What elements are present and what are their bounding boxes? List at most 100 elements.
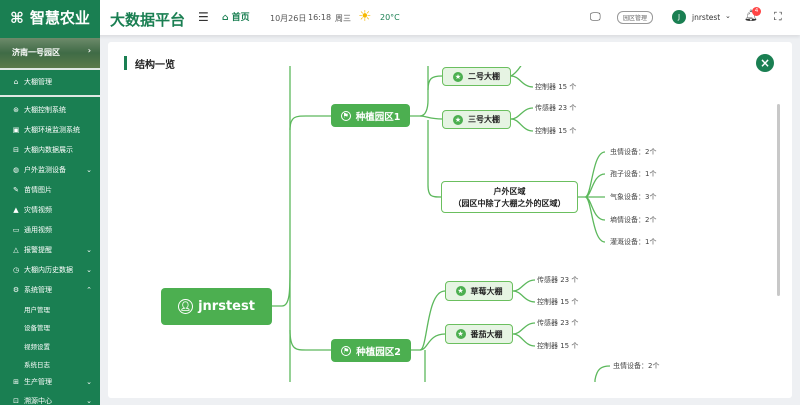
outdoor-desc: （园区中除了大棚之外的区域）: [453, 198, 566, 208]
leaf-item: 虫情设备：2个: [610, 148, 657, 156]
sidebar-item-system[interactable]: ⚙系统管理⌃: [0, 281, 100, 299]
outdoor-title: 户外区域: [493, 186, 526, 196]
sidebar-item-label: 大棚管理: [24, 78, 52, 86]
weekday: 周三: [335, 14, 351, 23]
username[interactable]: jnrstest: [692, 13, 721, 22]
star-icon: ★: [453, 71, 463, 82]
sidebar-subitem-video-settings[interactable]: 视频设置: [24, 343, 50, 351]
sidebar-subitem-users[interactable]: 用户管理: [24, 306, 50, 314]
park1-label: 种植园区1: [355, 111, 401, 123]
settings-icon: ⚙: [12, 286, 20, 294]
greenhouse-label: 二号大棚: [468, 72, 500, 81]
chevron-down-icon: ⌄: [86, 246, 92, 254]
sidebar-item-history[interactable]: ◷大棚内历史数据⌄: [0, 261, 100, 279]
logo[interactable]: ⌘ 智慧农业: [0, 0, 100, 35]
sidebar-subitem-devices[interactable]: 设备管理: [24, 324, 50, 332]
sidebar-item-data-display[interactable]: ⊟大棚内数据展示: [0, 141, 100, 159]
home-label: 首页: [231, 13, 250, 23]
trace-icon: ⊡: [13, 397, 19, 405]
sidebar-item-label: 户外监测设备: [24, 166, 66, 174]
sidebar-item-production[interactable]: ⊞ 生产管理 ⌄: [0, 373, 100, 391]
sidebar-item-label: 大棚内数据展示: [24, 146, 73, 154]
sidebar-item-control[interactable]: ⊛大棚控制系统: [0, 101, 100, 119]
park-selector[interactable]: 济南一号园区 ›: [0, 38, 100, 68]
star-icon: ★: [455, 329, 466, 339]
sidebar-item-seedling[interactable]: ✎ 苗情图片: [0, 181, 100, 199]
leaf-item: 传感器 23 个: [535, 104, 577, 112]
sidebar-item-label: 大棚内历史数据: [24, 266, 73, 274]
outdoor-icon: ◍: [12, 166, 20, 174]
chevron-down-icon: ⌄: [86, 378, 92, 386]
mindmap-clip: ★ 二号大棚: [108, 66, 768, 382]
logo-text: 智慧农业: [29, 9, 90, 27]
sidebar-item-env-monitor[interactable]: ▣大棚环境监测系统: [0, 121, 100, 139]
park-name: 济南一号园区: [12, 48, 60, 57]
chevron-right-icon: ›: [87, 46, 91, 55]
top-header: ⌘智慧农业 大数据平台 ☰ ⌂ 首页 10月26日 16:18 周三 ☀ 20°…: [0, 0, 800, 35]
close-icon: ×: [759, 56, 771, 70]
chevron-down-icon: ⌄: [86, 266, 92, 274]
chevron-down-icon: ⌄: [86, 397, 92, 405]
chevron-down-icon[interactable]: ⌄: [725, 12, 731, 20]
sidebar-item-label: 系统管理: [24, 286, 52, 294]
greenhouse-node[interactable]: ★草莓大棚: [445, 281, 513, 301]
home-link[interactable]: ⌂ 首页: [222, 10, 250, 23]
close-button[interactable]: ×: [756, 54, 774, 72]
leaf-logo-icon: ⌘: [10, 8, 24, 27]
chevron-down-icon: ⌄: [86, 166, 92, 174]
sidebar-item-label: 溯源中心: [24, 397, 52, 405]
mindmap[interactable]: [108, 66, 768, 382]
sidebar-item-label: 生产管理: [24, 378, 52, 386]
sidebar-item-greenhouse-manage[interactable]: ⌂大棚管理: [0, 73, 100, 91]
leaf-item: 控制器 15 个: [537, 298, 579, 306]
user-icon: 👤︎: [178, 299, 194, 314]
star-icon: ★: [453, 114, 463, 125]
greenhouse-label: 三号大棚: [468, 115, 500, 124]
scrollbar[interactable]: [777, 104, 780, 296]
sidebar-item-label: 灾情视频: [24, 206, 52, 214]
plant-icon: ✎: [13, 186, 19, 194]
monitor-icon: ▣: [12, 126, 20, 134]
menu-toggle-icon[interactable]: ☰: [198, 10, 209, 24]
sidebar-item-trace[interactable]: ⊡ 溯源中心 ⌄: [0, 392, 100, 405]
park2-node[interactable]: ⚑种植园区2: [331, 339, 411, 362]
page-title: 结构一览: [135, 60, 175, 71]
avatar[interactable]: J: [672, 10, 686, 24]
flag-icon: ⚑: [340, 110, 351, 121]
greenhouse-node[interactable]: ★ 二号大棚: [442, 67, 511, 86]
sidebar: 济南一号园区 › ⌂大棚管理 ⊛大棚控制系统 ▣大棚环境监测系统 ⊟大棚内数据展示…: [0, 35, 100, 405]
park-manage-button[interactable]: 园区管理: [617, 11, 654, 24]
park1-node[interactable]: ⚑ 种植园区1: [331, 104, 410, 127]
greenhouse-label: 番茄大棚: [470, 329, 503, 339]
sidebar-item-label: 大棚控制系统: [24, 106, 66, 114]
temperature: 20°C: [380, 13, 400, 22]
sidebar-item-label: 苗情图片: [24, 186, 52, 194]
leaf-item: 控制器 15 个: [535, 83, 577, 91]
leaf-item: 传感器 23 个: [537, 276, 579, 284]
root-node[interactable]: 👤︎jnrstest: [161, 288, 272, 325]
leaf-item: 传感器 23 个: [537, 319, 579, 327]
sidebar-item-disaster-video[interactable]: ▲灾情视频: [0, 201, 100, 219]
sidebar-item-alerts[interactable]: △ 报警提醒 ⌄: [0, 241, 100, 259]
home-icon: ⌂: [222, 13, 229, 23]
leaf-item: 灌溉设备：1个: [610, 238, 657, 246]
leaf-item: 控制器 15 个: [535, 127, 577, 135]
leaf-item: 墒情设备：2个: [610, 216, 657, 224]
sidebar-subitem-logs[interactable]: 系统日志: [24, 361, 50, 369]
greenhouse-node[interactable]: ★ 番茄大棚: [445, 324, 513, 344]
mindmap-links: [272, 66, 611, 382]
video-icon: ▭: [12, 226, 20, 234]
production-icon: ⊞: [13, 378, 19, 386]
sun-icon: ☀: [358, 7, 372, 25]
flag-icon: ⚑: [341, 345, 352, 356]
monitor-icon[interactable]: 🖵: [590, 10, 601, 23]
leaf-item: 虫情设备：2个: [613, 362, 660, 370]
sidebar-item-outdoor[interactable]: ◍ 户外监测设备 ⌄: [0, 161, 100, 179]
alert-icon: △: [13, 246, 19, 254]
platform-title: 大数据平台: [110, 11, 186, 29]
sidebar-item-label: 报警提醒: [24, 246, 52, 254]
fullscreen-icon[interactable]: ⛶: [774, 10, 782, 23]
greenhouse-node[interactable]: ★ 三号大棚: [442, 110, 511, 129]
outdoor-node[interactable]: 户外区域 （园区中除了大棚之外的区域）: [441, 181, 578, 213]
sidebar-item-video[interactable]: ▭通用视频: [0, 221, 100, 239]
